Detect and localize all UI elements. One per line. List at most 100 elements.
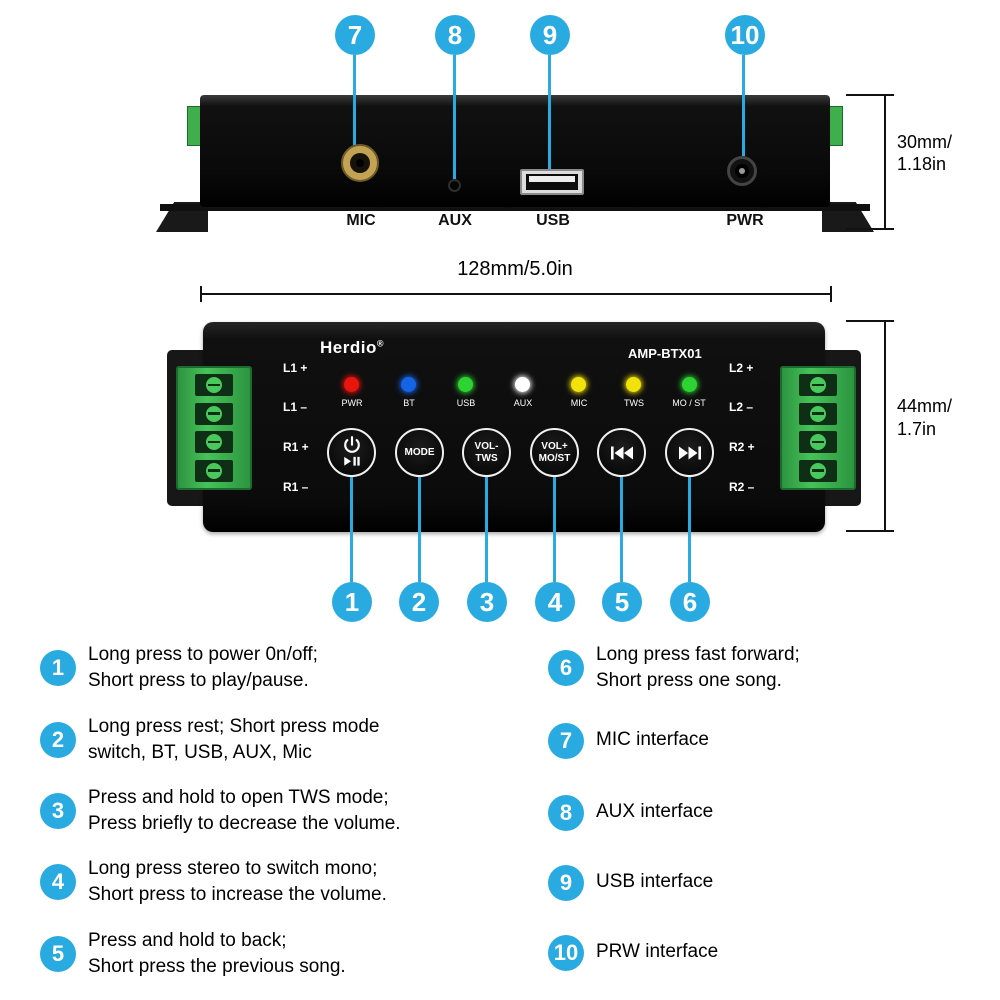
tws-label: TWS <box>475 453 498 464</box>
callout-line-5 <box>620 477 623 582</box>
callout-2: 2 <box>399 582 439 622</box>
right-terminal-block <box>780 366 856 490</box>
next-track-icon <box>678 446 701 459</box>
led-label-pwr: PWR <box>341 398 363 408</box>
usb-port <box>520 169 584 195</box>
dim-tick <box>200 286 202 302</box>
instruction-item-8: 8 AUX interface <box>548 795 713 831</box>
instruction-line: Press briefly to decrease the volume. <box>88 813 401 834</box>
instruction-line: AUX interface <box>596 801 714 822</box>
instruction-text-10: PRW interface <box>596 938 718 965</box>
callout-7: 7 <box>335 15 375 55</box>
instruction-item-9: 9 USB interface <box>548 865 713 901</box>
terminal-label-l2-plus: L2 + <box>729 361 754 375</box>
callout-line-4 <box>553 477 556 582</box>
dim-text-44mm: 44mm/ <box>897 396 953 416</box>
mo-st-label: MO/ST <box>538 453 571 464</box>
led-aux <box>515 377 530 392</box>
device-top-chassis <box>200 95 830 207</box>
dim-tick <box>846 228 894 230</box>
terminal-screw <box>799 431 837 454</box>
instruction-item-2: 2 Long press rest; Short press mode swit… <box>40 714 379 766</box>
terminal-label-l1-minus: L1 – <box>283 400 308 414</box>
instruction-number-3: 3 <box>40 793 76 829</box>
screw-head <box>206 462 222 479</box>
instruction-number-6: 6 <box>548 650 584 686</box>
previous-track-button <box>597 428 646 477</box>
dim-text-30mm: 30mm/ <box>897 132 953 152</box>
led-bt <box>401 377 416 392</box>
dim-text-128mm: 128mm/5.0in <box>457 258 573 280</box>
aux-port <box>448 179 461 192</box>
dim-line-height-top-view <box>884 94 886 230</box>
instruction-text-5: Press and hold to back; Short press the … <box>88 928 346 980</box>
instruction-item-5: 5 Press and hold to back; Short press th… <box>40 928 346 980</box>
terminal-screw <box>195 431 233 454</box>
instruction-item-6: 6 Long press fast forward; Short press o… <box>548 642 800 694</box>
led-label-usb: USB <box>456 398 476 408</box>
instruction-text-7: MIC interface <box>596 726 709 753</box>
instruction-item-3: 3 Press and hold to open TWS mode; Press… <box>40 785 401 837</box>
instruction-line: USB interface <box>596 871 714 892</box>
instruction-item-10: 10 PRW interface <box>548 935 718 971</box>
power-play-pause-icon <box>343 436 360 466</box>
next-track-button <box>665 428 714 477</box>
mode-button-label: MODE <box>404 447 435 458</box>
vol-plus-label: VOL+ <box>541 441 568 452</box>
terminal-label-l1-plus: L1 + <box>283 361 308 375</box>
instruction-line: Long press fast forward; <box>596 644 800 665</box>
callout-line-1 <box>350 477 353 582</box>
mode-button: MODE <box>395 428 444 477</box>
dim-tick <box>830 286 832 302</box>
callout-8: 8 <box>435 15 475 55</box>
callout-6: 6 <box>670 582 710 622</box>
screw-head <box>810 434 826 451</box>
callout-line-3 <box>485 477 488 582</box>
instruction-text-3: Press and hold to open TWS mode; Press b… <box>88 785 401 837</box>
callout-10: 10 <box>725 15 765 55</box>
callout-line-9 <box>548 55 551 169</box>
vol-plus-mo-st-button: VOL+ MO/ST <box>530 428 579 477</box>
led-tws <box>626 377 641 392</box>
instruction-line: MIC interface <box>596 729 709 750</box>
led-usb <box>458 377 473 392</box>
instruction-line: Short press to play/pause. <box>88 670 309 691</box>
power-play-pause-button <box>327 428 376 477</box>
registered-mark: ® <box>376 338 384 349</box>
callout-line-2 <box>418 477 421 582</box>
mic-port-hole <box>356 159 364 167</box>
instruction-text-4: Long press stereo to switch mono; Short … <box>88 856 387 908</box>
instruction-number-1: 1 <box>40 650 76 686</box>
instruction-line: Short press the previous song. <box>88 956 346 977</box>
instruction-line: Short press to increase the volume. <box>88 884 387 905</box>
dim-text-17in: 1.7in <box>897 419 937 439</box>
usb-port-tongue <box>529 176 575 182</box>
screw-head <box>206 434 222 451</box>
callout-line-7 <box>353 55 356 145</box>
instruction-line: Long press stereo to switch mono; <box>88 858 378 879</box>
pwr-port <box>727 156 757 186</box>
pwr-port-pin <box>739 168 745 174</box>
terminal-screw <box>799 402 837 425</box>
instruction-text-8: AUX interface <box>596 798 713 825</box>
instruction-number-5: 5 <box>40 936 76 972</box>
instruction-text-9: USB interface <box>596 868 713 895</box>
led-mic <box>571 377 586 392</box>
instruction-number-4: 4 <box>40 864 76 900</box>
callout-1: 1 <box>332 582 372 622</box>
dim-tick <box>846 530 894 532</box>
screw-head <box>810 377 826 394</box>
led-label-tws: TWS <box>624 398 644 408</box>
screw-head <box>206 405 222 422</box>
device-front-chassis <box>203 322 825 532</box>
callout-5: 5 <box>602 582 642 622</box>
callout-line-8 <box>453 55 456 179</box>
mic-port <box>341 144 379 182</box>
callout-4: 4 <box>535 582 575 622</box>
screw-head <box>810 462 826 479</box>
led-mo-st <box>682 377 697 392</box>
instruction-number-7: 7 <box>548 723 584 759</box>
port-label-aux: AUX <box>438 212 472 229</box>
instruction-number-10: 10 <box>548 935 584 971</box>
